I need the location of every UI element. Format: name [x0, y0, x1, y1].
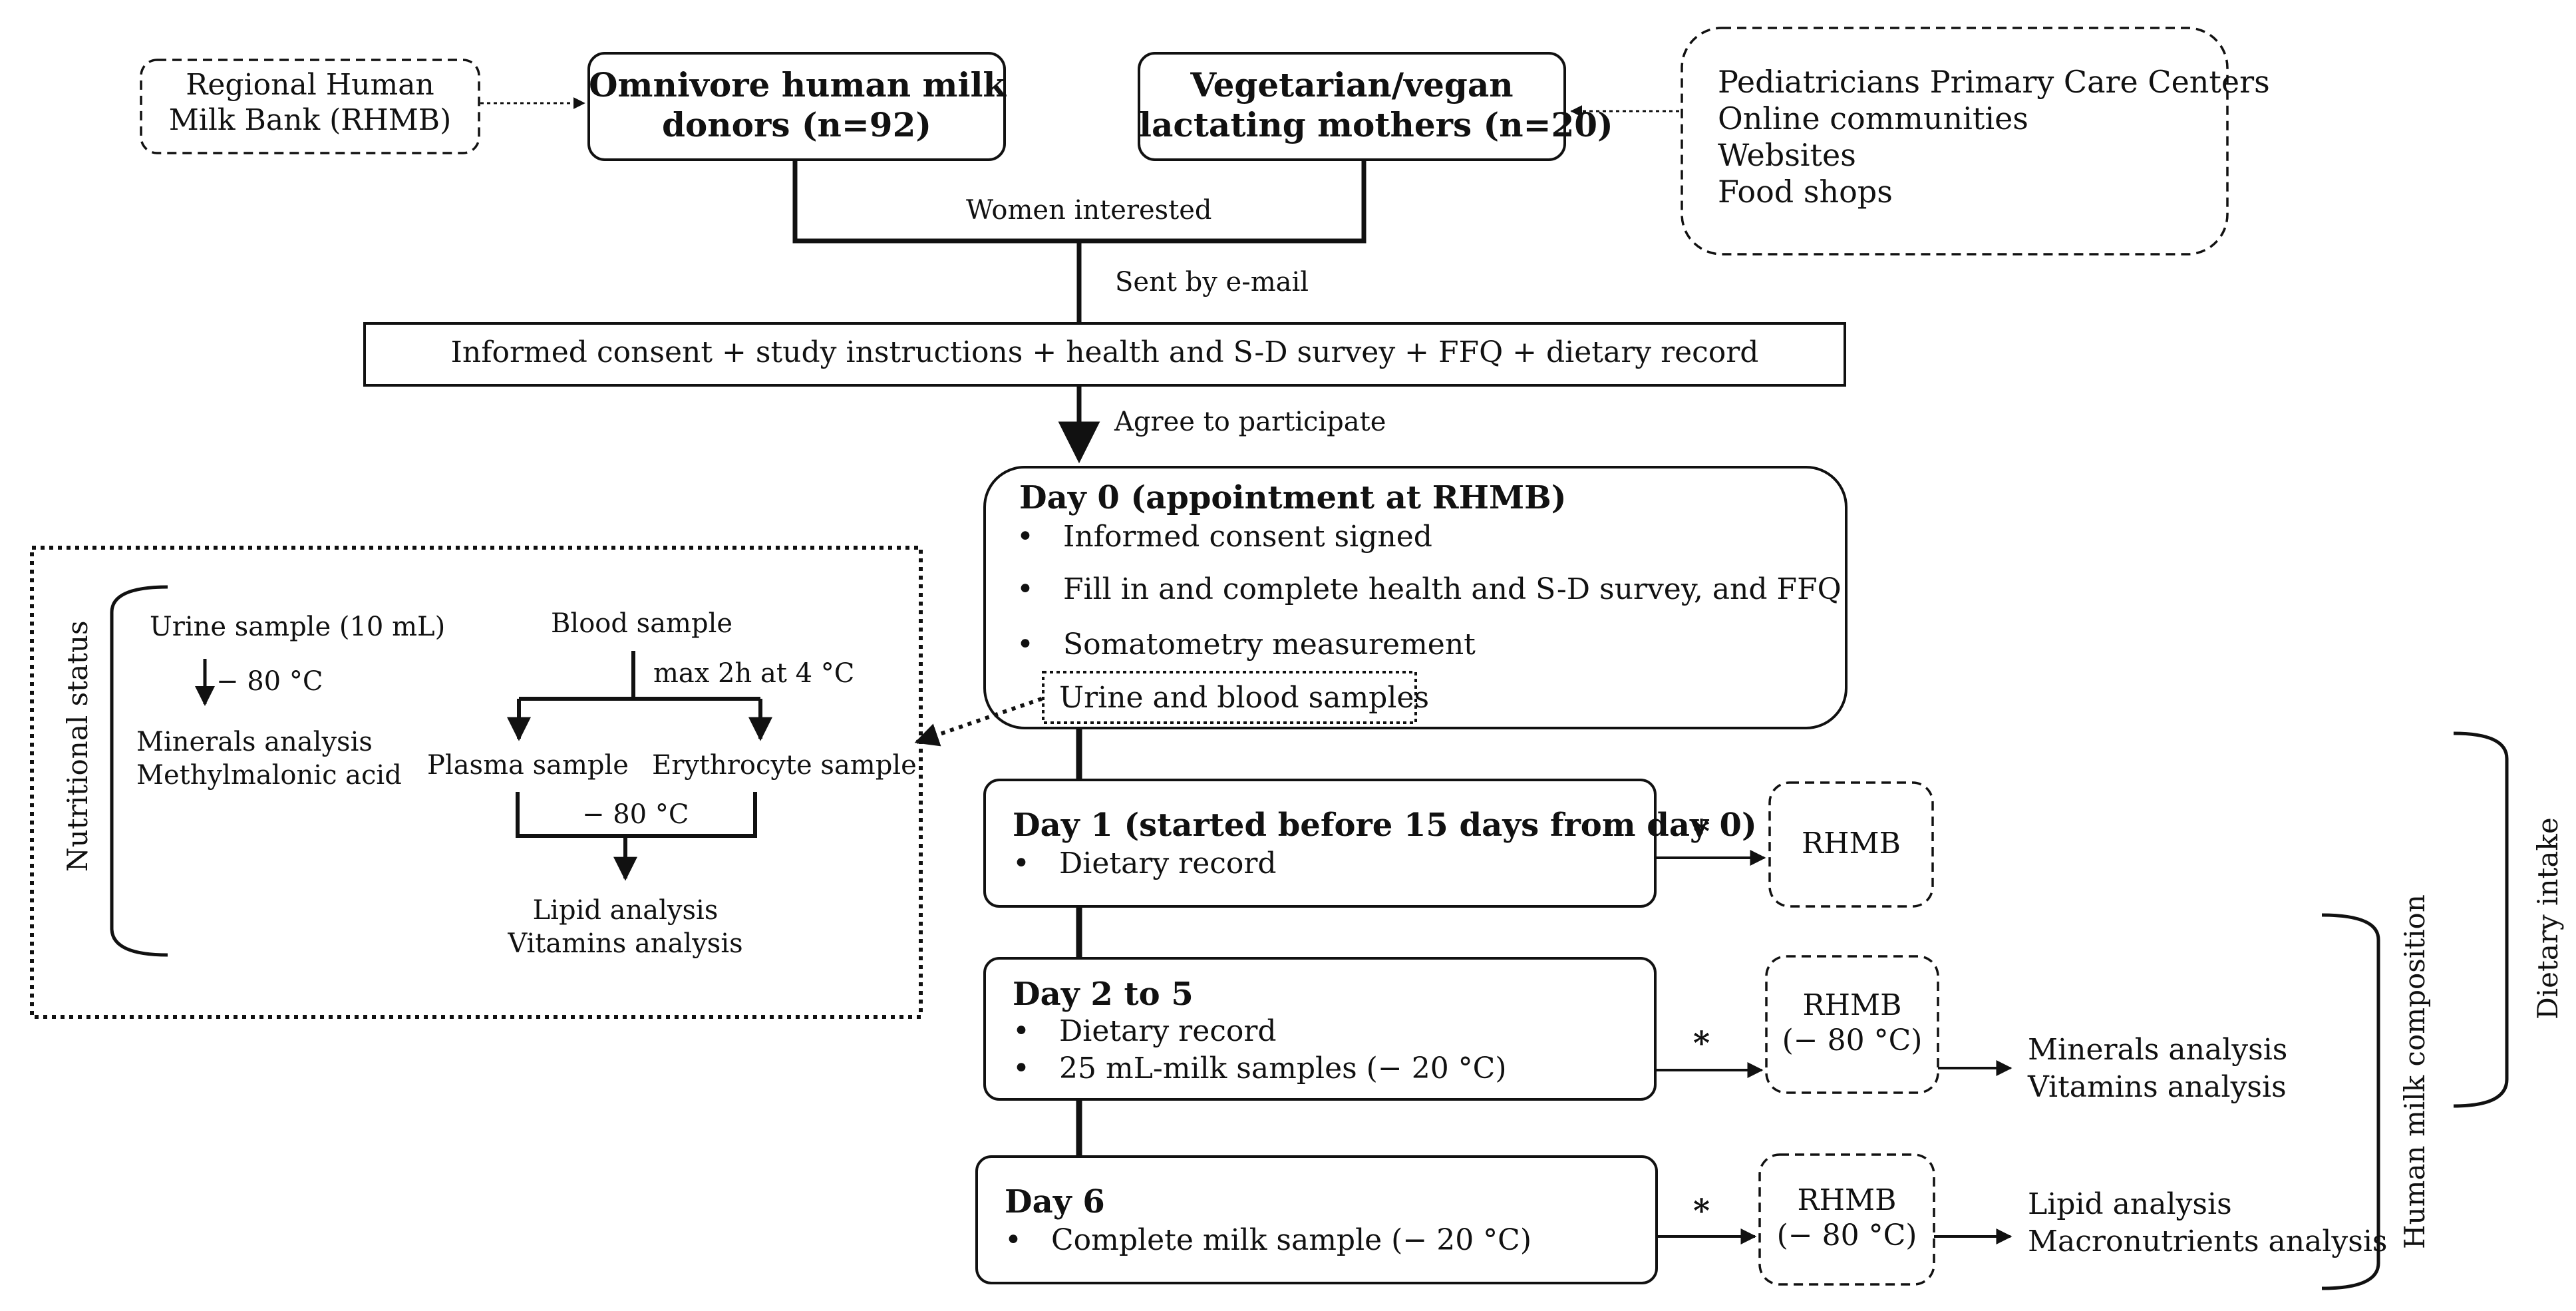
recruitment-box — [1681, 27, 2229, 256]
day2-box — [983, 957, 1657, 1101]
rhmb-dest-2-text: RHMB (− 80 °C) — [1766, 988, 1938, 1059]
bullet: • — [1017, 572, 1034, 606]
rhmb-dest-box-2 — [1765, 955, 1939, 1094]
nutritional-status-panel — [30, 546, 923, 1019]
omnivore-text: Omnivore human milk donors (n=92) — [589, 65, 1007, 145]
merge-temp-label: − 80 °C — [582, 799, 689, 830]
blood-condition-label: max 2h at 4 °C — [653, 658, 855, 689]
dietary-intake-label: Dietary intake — [2531, 817, 2564, 1020]
rhmb-source-line-1: Regional Human — [186, 68, 434, 102]
blood-analysis-item: Vitamins analysis — [508, 928, 743, 959]
outcomes-day2: Minerals analysis Vitamins analysis — [2028, 1031, 2287, 1106]
sent-email-label: Sent by e-mail — [1115, 267, 1309, 297]
erythrocyte-sample-label: Erythrocyte sample — [652, 750, 917, 781]
vegetarian-line-1: Vegetarian/vegan — [1190, 65, 1514, 104]
recruitment-list: Pediatricians Primary Care Centers Onlin… — [1718, 64, 2270, 210]
vegetarian-line-2: lactating mothers (n=20) — [1139, 105, 1613, 144]
consent-box — [363, 322, 1846, 387]
milk-composition-bracket — [2321, 913, 2380, 1290]
day6-item-text: Complete milk sample (− 20 °C) — [1051, 1223, 1532, 1257]
consent-text: Informed consent + study instructions + … — [450, 335, 1759, 369]
blood-sample-label: Blood sample — [551, 608, 733, 639]
blood-analysis-item: Lipid analysis — [532, 895, 719, 926]
urine-analysis-item: Methylmalonic acid — [136, 760, 402, 791]
blood-analysis: Lipid analysis Vitamins analysis — [492, 894, 758, 960]
bullet: • — [1013, 1051, 1030, 1085]
bullet: • — [1013, 846, 1030, 880]
day2-item-text: Dietary record — [1059, 1014, 1277, 1048]
recruitment-item: Pediatricians Primary Care Centers — [1718, 64, 2270, 100]
day1-title: Day 1 (started before 15 days from day 0… — [1013, 807, 1757, 844]
recruitment-item: Online communities — [1718, 100, 2028, 136]
bullet: • — [1017, 520, 1034, 554]
blood-merge-bracket — [516, 792, 757, 838]
milk-composition-label: Human milk composition — [2398, 894, 2431, 1249]
day2-title: Day 2 to 5 — [1013, 976, 1194, 1013]
day6-title: Day 6 — [1005, 1183, 1105, 1220]
rhmb-dest-3-line: RHMB — [1797, 1183, 1897, 1217]
nutritional-status-bracket — [110, 585, 168, 957]
rhmb-dest-2-line: RHMB — [1802, 988, 1902, 1022]
rhmb-source-text: Regional Human Milk Bank (RHMB) — [141, 68, 479, 138]
day0-item-text: Informed consent signed — [1063, 520, 1432, 554]
outcome-item: Macronutrients analysis — [2028, 1224, 2388, 1258]
star-marker: * — [1693, 813, 1710, 850]
outcome-item: Lipid analysis — [2028, 1187, 2232, 1221]
vegetarian-text: Vegetarian/vegan lactating mothers (n=20… — [1139, 65, 1613, 145]
dietary-intake-bracket — [2453, 731, 2509, 1108]
urine-analysis-item: Minerals analysis — [136, 727, 373, 757]
urine-sample-label: Urine sample (10 mL) — [150, 612, 446, 642]
day1-item-text: Dietary record — [1059, 846, 1277, 880]
day6-box — [975, 1155, 1658, 1284]
samples-text: Urine and blood samples — [1059, 681, 1430, 715]
outcome-item: Minerals analysis — [2028, 1033, 2288, 1067]
plasma-sample-label: Plasma sample — [427, 750, 629, 781]
star-marker: * — [1693, 1025, 1710, 1062]
omnivore-line-1: Omnivore human milk — [589, 65, 1007, 104]
day0-item-text: Somatometry measurement — [1063, 628, 1476, 661]
vegetarian-box — [1138, 52, 1566, 161]
bullet: • — [1017, 628, 1034, 661]
rhmb-dest-1-text: RHMB — [1802, 827, 1901, 860]
rhmb-dest-3-line: (− 80 °C) — [1776, 1218, 1917, 1252]
bullet: • — [1013, 1014, 1030, 1048]
arrow-samples-to-panel — [914, 697, 1043, 747]
day0-title: Day 0 (appointment at RHMB) — [1019, 479, 1567, 516]
recruitment-item: Food shops — [1718, 174, 1893, 210]
outcomes-day6: Lipid analysis Macronutrients analysis — [2028, 1186, 2388, 1260]
rhmb-dest-box-3 — [1758, 1153, 1935, 1286]
day2-item-text: 25 mL-milk samples (− 20 °C) — [1059, 1051, 1507, 1085]
recruitment-item: Websites — [1718, 137, 1856, 173]
urine-temp-label: − 80 °C — [216, 666, 323, 697]
omnivore-line-2: donors (n=92) — [661, 105, 932, 144]
agree-label: Agree to participate — [1114, 407, 1386, 437]
rhmb-source-line-2: Milk Bank (RHMB) — [168, 102, 452, 137]
rhmb-dest-3-text: RHMB (− 80 °C) — [1760, 1183, 1934, 1254]
day0-item-text: Fill in and complete health and S-D surv… — [1063, 572, 1842, 606]
day0-box — [983, 466, 1848, 729]
rhmb-dest-2-line: (− 80 °C) — [1782, 1023, 1923, 1057]
outcome-item: Vitamins analysis — [2028, 1070, 2287, 1104]
rhmb-source-box — [140, 59, 480, 154]
day1-box — [983, 779, 1657, 908]
urine-analysis: Minerals analysis Methylmalonic acid — [136, 725, 402, 792]
rhmb-dest-box-1 — [1768, 781, 1934, 908]
nutritional-status-label: Nutritional status — [61, 620, 94, 872]
women-interested-label: Women interested — [966, 195, 1212, 226]
samples-highlight-box — [1042, 671, 1417, 724]
star-marker: * — [1693, 1193, 1710, 1230]
bullet: • — [1005, 1223, 1022, 1257]
